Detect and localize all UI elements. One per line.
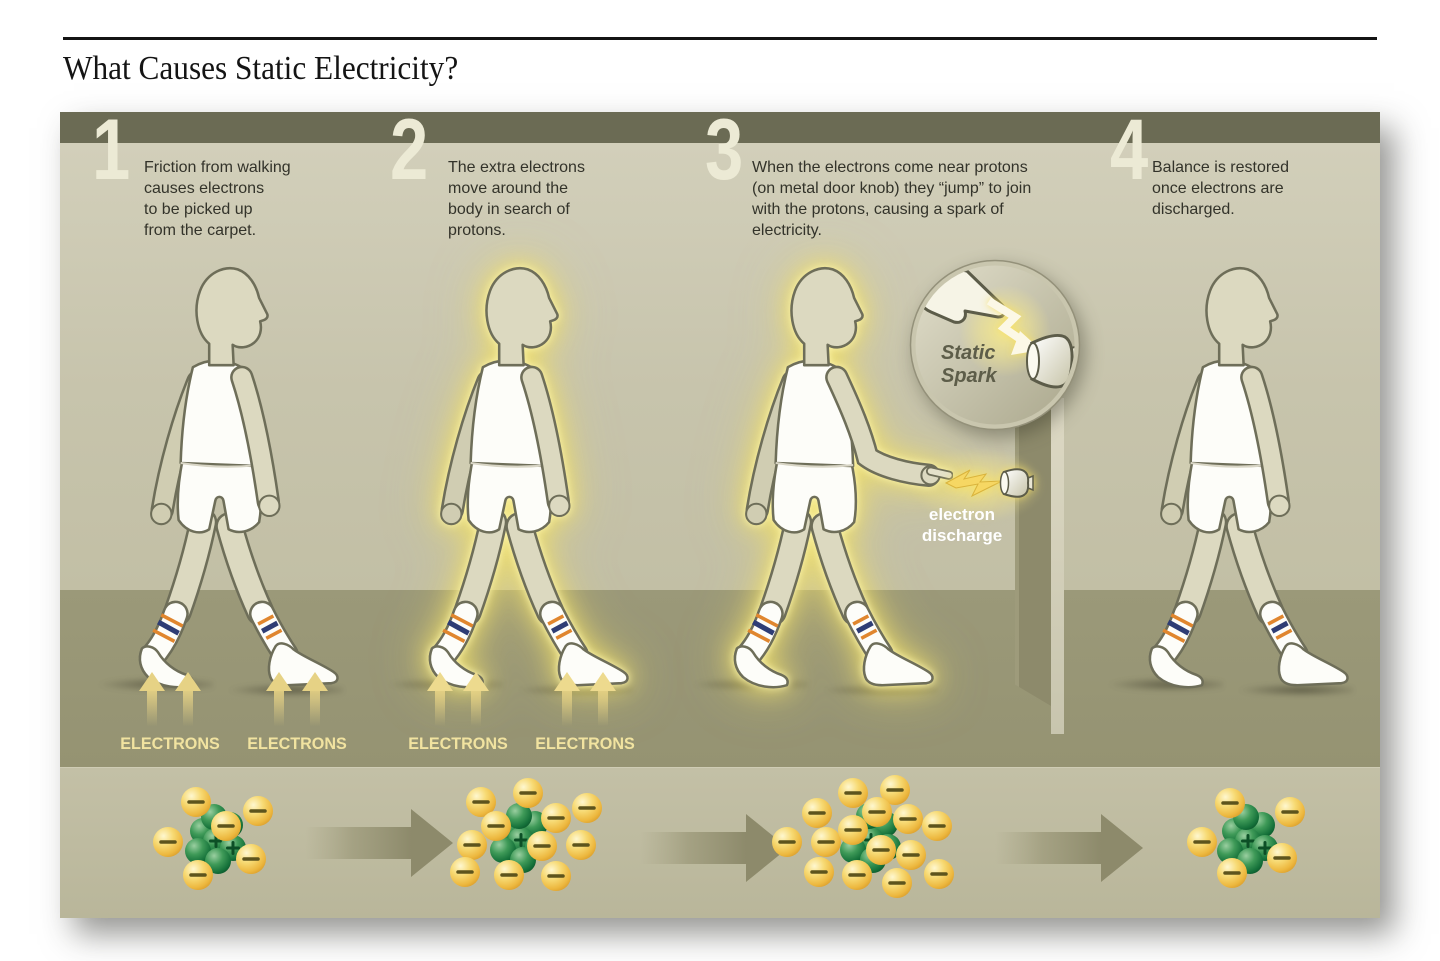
electron-sphere xyxy=(896,840,926,870)
walking-man-figure-2-charged xyxy=(383,259,648,718)
electron-sphere xyxy=(1267,843,1297,873)
electron-sphere xyxy=(882,868,912,898)
electron-sphere xyxy=(1215,788,1245,818)
electrons-label: ELECTRONS xyxy=(120,734,220,753)
step-1-text: Friction from walking causes electrons t… xyxy=(144,159,291,239)
step-4-number: 4 xyxy=(1110,112,1149,198)
proton-sphere xyxy=(205,848,231,874)
lightning-bolt-icon xyxy=(944,469,1003,498)
static-spark-label-line2: Spark xyxy=(941,365,997,387)
electron-sphere xyxy=(862,797,892,827)
electron-sphere xyxy=(541,803,571,833)
electron-sphere xyxy=(804,857,834,887)
atom-diagram-step1 xyxy=(113,760,323,918)
walking-man-figure-4-discharged xyxy=(1103,259,1368,718)
electrons-label: ELECTRONS xyxy=(247,734,347,753)
electron-up-arrows-icon xyxy=(266,672,328,726)
electron-sphere xyxy=(450,857,480,887)
step-3-text: When the electrons come near protons (on… xyxy=(752,159,1032,239)
electron-sphere xyxy=(211,811,241,841)
walking-man-figure-1 xyxy=(93,259,358,718)
right-arrow-icon xyxy=(305,809,453,877)
electron-sphere xyxy=(838,778,868,808)
electron-sphere xyxy=(183,860,213,890)
step-2-number: 2 xyxy=(390,112,429,198)
electron-sphere xyxy=(566,830,596,860)
wall-background xyxy=(60,143,1380,590)
step-1-number: 1 xyxy=(92,112,131,198)
electron-discharge-label: electron discharge xyxy=(921,505,1003,545)
electron-sphere xyxy=(181,787,211,817)
step-2-text: The extra electrons move around the body… xyxy=(448,159,585,239)
door-knob-icon xyxy=(999,468,1034,498)
electron-sphere xyxy=(153,827,183,857)
atom-diagram-step4 xyxy=(1145,760,1355,918)
proton-sphere xyxy=(490,837,516,863)
door-edge-highlight xyxy=(1051,398,1064,734)
figure-3-shadow xyxy=(823,683,938,697)
proton-sphere xyxy=(506,803,532,829)
electron-sphere xyxy=(572,793,602,823)
right-arrow-icon xyxy=(640,814,788,882)
atom-diagram-step2 xyxy=(418,759,628,918)
electron-sphere xyxy=(513,778,543,808)
electron-sphere xyxy=(1217,858,1247,888)
electron-sphere xyxy=(924,859,954,889)
static-spark-label-line1: Static xyxy=(941,342,995,364)
electron-sphere xyxy=(481,811,511,841)
electron-sphere xyxy=(541,861,571,891)
electron-sphere xyxy=(772,827,802,857)
electron-sphere xyxy=(466,787,496,817)
right-arrow-icon xyxy=(995,814,1143,882)
atom-diagram-step3 xyxy=(768,759,978,918)
page-title: What Causes Static Electricity? xyxy=(63,50,459,87)
electron-sphere xyxy=(457,830,487,860)
header-band xyxy=(60,112,1380,143)
electrons-label: ELECTRONS xyxy=(535,734,635,753)
infographic-panel: 1 2 3 4 Friction from walking causes ele… xyxy=(60,112,1380,918)
electron-sphere xyxy=(1275,797,1305,827)
step-3-number: 3 xyxy=(705,112,744,198)
electron-sphere xyxy=(243,796,273,826)
door-edge-face xyxy=(1015,400,1051,706)
electron-sphere xyxy=(842,860,872,890)
electron-sphere xyxy=(527,831,557,861)
electron-sphere xyxy=(236,844,266,874)
electron-sphere xyxy=(802,798,832,828)
title-rule xyxy=(63,37,1377,40)
electron-sphere xyxy=(893,804,923,834)
electron-sphere xyxy=(922,811,952,841)
electron-sphere xyxy=(866,835,896,865)
electron-up-arrows-icon xyxy=(139,672,201,726)
electron-sphere xyxy=(1187,827,1217,857)
proton-sphere xyxy=(185,838,211,864)
electron-up-arrows-icon xyxy=(427,672,489,726)
electron-sphere xyxy=(838,815,868,845)
electron-sphere xyxy=(494,860,524,890)
static-spark-magnifier: Static Spark xyxy=(909,259,1081,431)
step-4-text: Balance is restored once electrons are d… xyxy=(1152,159,1289,218)
proton-sphere xyxy=(1217,838,1243,864)
electron-sphere xyxy=(880,775,910,805)
electron-sphere xyxy=(811,827,841,857)
electrons-label: ELECTRONS xyxy=(408,734,508,753)
electron-up-arrows-icon xyxy=(554,672,616,726)
figure-4-shadow xyxy=(1238,683,1353,697)
door-knob-large-icon xyxy=(1026,334,1075,389)
